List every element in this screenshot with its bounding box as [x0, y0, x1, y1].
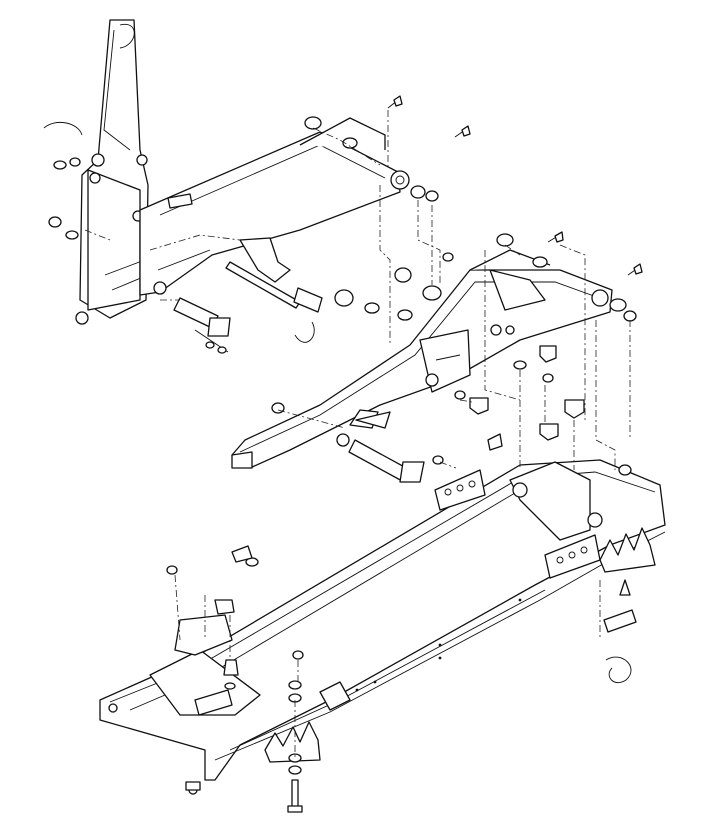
hitch-plate: [79, 19, 166, 319]
assembly-lines: [84, 110, 631, 758]
hydraulic-pin: [173, 261, 637, 684]
middle-arm: [231, 249, 613, 469]
fastener-stack: [43, 95, 643, 813]
upper-arm: [139, 117, 410, 296]
lower-frame: [99, 459, 666, 795]
